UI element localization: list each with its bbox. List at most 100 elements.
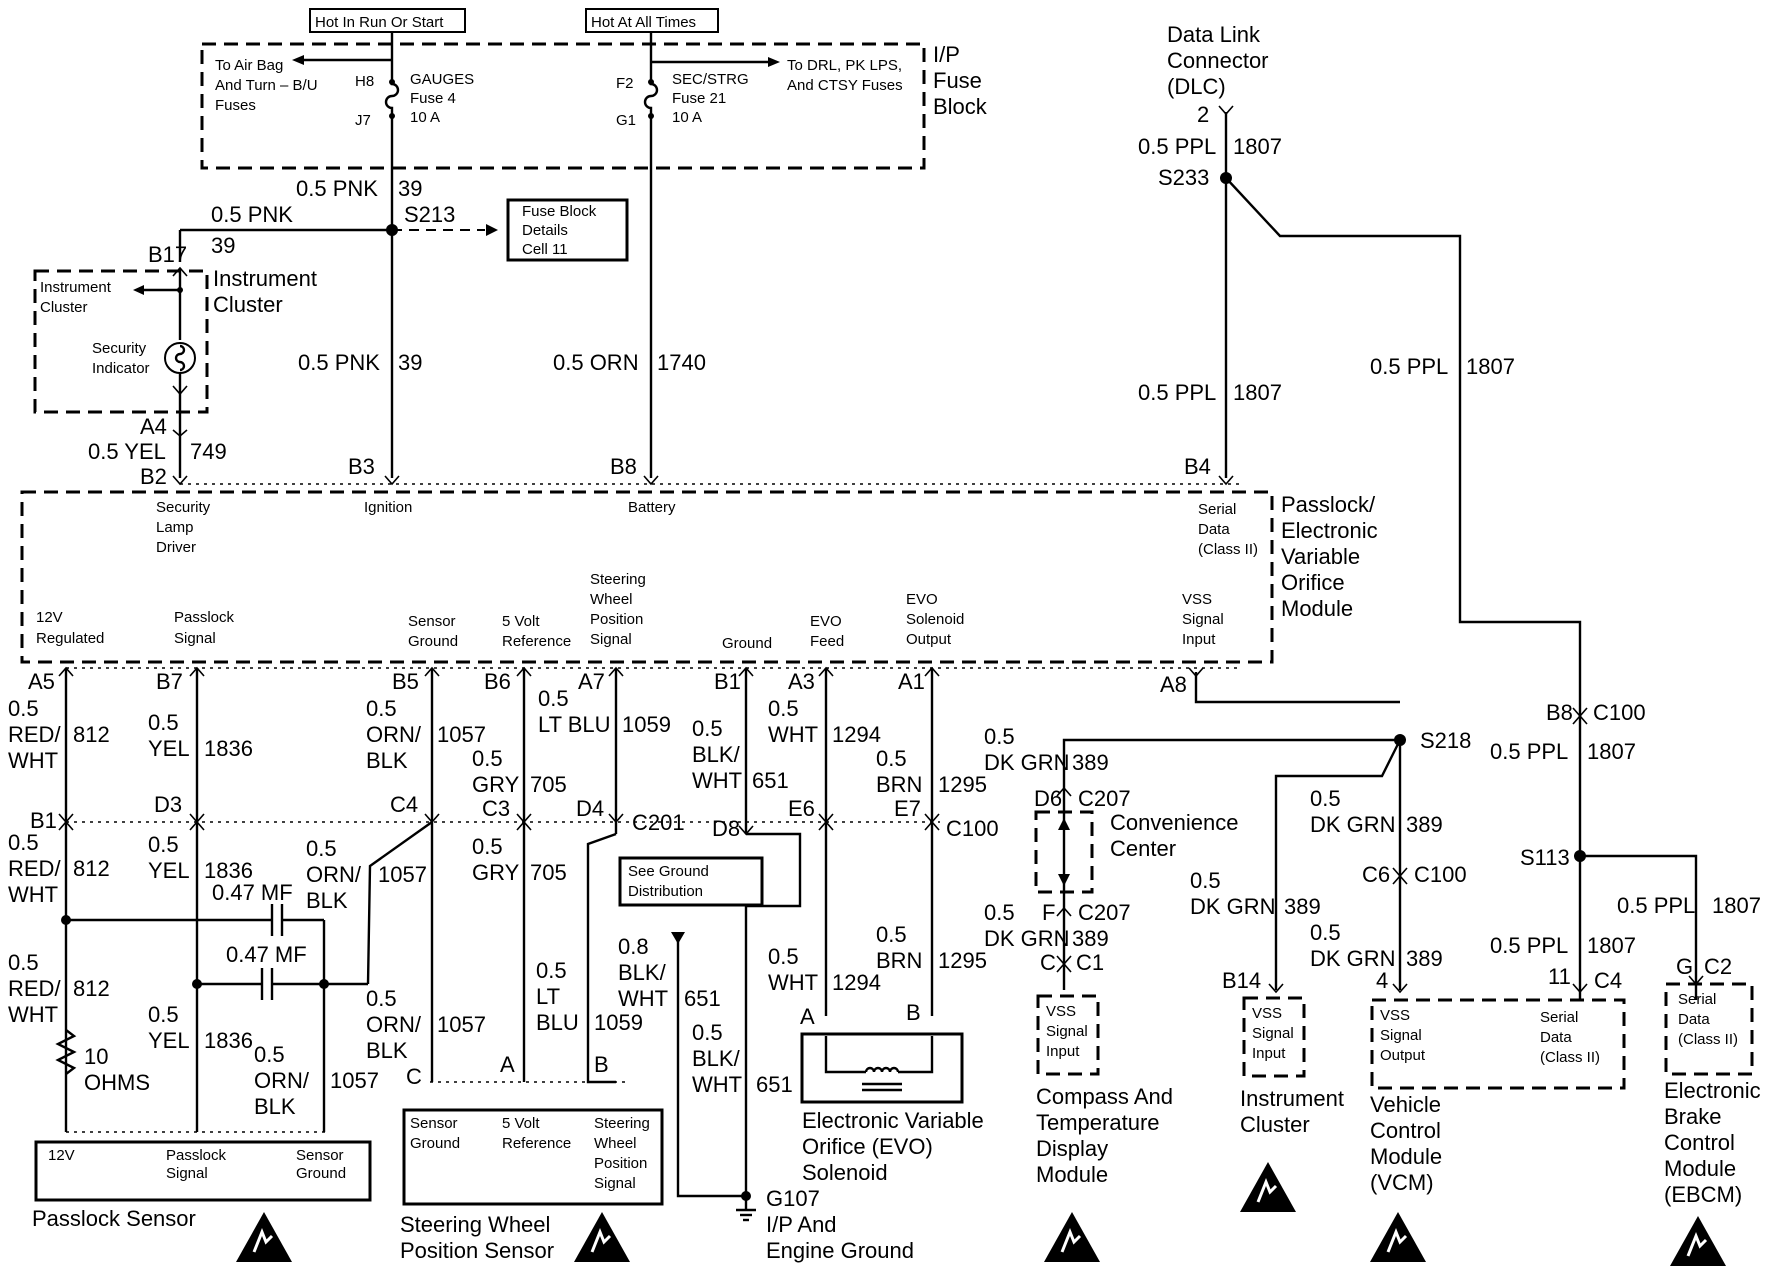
- w-red-1c: WHT: [8, 748, 58, 773]
- pin-g1: G1: [616, 112, 636, 129]
- to-airbag-label-2: And Turn – B/U: [215, 77, 318, 94]
- w-red-3n: 812: [73, 976, 110, 1001]
- vcm-title-2: Control: [1370, 1118, 1441, 1143]
- w-orn-3a: 0.5: [254, 1042, 285, 1067]
- w-grn-4a: 0.5: [1310, 920, 1341, 945]
- vcm-vss-2: Signal: [1380, 1027, 1422, 1044]
- label-vss-3: Input: [1182, 631, 1216, 648]
- ps-signal-2: Signal: [166, 1165, 208, 1182]
- secstrg-fuse-label-1: SEC/STRG: [672, 71, 749, 88]
- conn-c1: C1: [1076, 950, 1104, 975]
- label-serial-data-2: Data: [1198, 521, 1230, 538]
- security-indicator-label-1: Security: [92, 340, 147, 357]
- resistor-unit: OHMS: [84, 1070, 150, 1095]
- conn-c3: C3: [482, 796, 510, 821]
- w-grn-4n: 389: [1406, 946, 1443, 971]
- w-red-2c: WHT: [8, 882, 58, 907]
- w-blk-2n: 651: [684, 986, 721, 1011]
- w-grn-2a: 0.5: [1310, 786, 1341, 811]
- sws-ref-2: Reference: [502, 1135, 571, 1152]
- pin-f2: F2: [616, 75, 634, 92]
- w-wht-1b: WHT: [768, 722, 818, 747]
- w-blk-1b: BLK/: [692, 742, 741, 767]
- w-red-1n: 812: [73, 722, 110, 747]
- ps-ground-2: Ground: [296, 1165, 346, 1182]
- ebcm-title-4: Module: [1664, 1156, 1736, 1181]
- conn-c100: C100: [946, 816, 999, 841]
- label-vss-1: VSS: [1182, 591, 1212, 608]
- label-vss-2: Signal: [1182, 611, 1224, 628]
- w-red-3a: 0.5: [8, 950, 39, 975]
- w-blk-3a: 0.5: [692, 1020, 723, 1045]
- steering-wheel-position-sensor: C A B Sensor Ground 5 Volt Reference Ste…: [400, 1052, 664, 1263]
- esd-warning-icon: [1670, 1216, 1726, 1266]
- to-drl-label-1: To DRL, PK LPS,: [787, 57, 902, 74]
- compass-title-2: Temperature: [1036, 1110, 1160, 1135]
- w-ltblu-2a: 0.5: [536, 958, 567, 983]
- pin-b6: B6: [484, 669, 511, 694]
- ic-top-title-2: Cluster: [213, 292, 283, 317]
- conn-ebcm-g: G: [1676, 954, 1693, 979]
- w-blk-3n: 651: [756, 1072, 793, 1097]
- w-grn-3n: 389: [1284, 894, 1321, 919]
- ps-signal-1: Passlock: [166, 1147, 227, 1164]
- gauges-fuse-label-1: GAUGES: [410, 71, 474, 88]
- security-indicator-lamp: [164, 342, 196, 374]
- wire-ppl-number-6: 1807: [1587, 933, 1636, 958]
- w-orn-4b: ORN/: [366, 1012, 422, 1037]
- wire-pnk-color-2: 0.5 PNK: [211, 202, 293, 227]
- fuse-block: Hot In Run Or Start Hot At All Times To …: [200, 8, 988, 170]
- gauges-fuse-label-3: 10 A: [410, 109, 440, 126]
- ic-bottom-title-1: Instrument: [1240, 1086, 1344, 1111]
- label-evo-sol-3: Output: [906, 631, 952, 648]
- conn-b1: B1: [30, 808, 57, 833]
- sws-title-1: Steering Wheel: [400, 1212, 550, 1237]
- w-ltblu-1n: 1059: [622, 712, 671, 737]
- w-blk-1c: WHT: [692, 768, 742, 793]
- sws-pin-a: A: [500, 1052, 515, 1077]
- conn-ebcm-c2: C2: [1704, 954, 1732, 979]
- wire-ppl-color-1: 0.5 PPL: [1138, 134, 1216, 159]
- w-blk-3b: BLK/: [692, 1046, 741, 1071]
- compass-title-3: Display: [1036, 1136, 1108, 1161]
- ic-box-3: Input: [1252, 1045, 1286, 1062]
- pin-b3: B3: [348, 454, 375, 479]
- fuse-block-title-2: Fuse: [933, 68, 982, 93]
- w-grn-5b: DK GRN: [984, 926, 1070, 951]
- w-orn-1a: 0.5: [366, 696, 397, 721]
- conn-c100-vcm: C100: [1414, 862, 1467, 887]
- data-link-connector: Data Link Connector (DLC) 2 S233 0.5 PPL…: [1138, 22, 1761, 1000]
- conn-e7: E7: [894, 796, 921, 821]
- label-battery: Battery: [628, 499, 676, 516]
- vcm-title-3: Module: [1370, 1144, 1442, 1169]
- ground-id: G107: [766, 1186, 820, 1211]
- label-security-lamp-2: Lamp: [156, 519, 194, 536]
- compass-box-2: Signal: [1046, 1023, 1088, 1040]
- label-evo-sol-1: EVO: [906, 591, 938, 608]
- w-ltblu-1a: 0.5: [538, 686, 569, 711]
- w-red-3b: RED/: [8, 976, 61, 1001]
- w-red-2a: 0.5: [8, 830, 39, 855]
- w-ltblu-2b: LT: [536, 984, 560, 1009]
- evo-solenoid: A B Electronic Variable Orifice (EVO) So…: [800, 1000, 984, 1185]
- w-red-2b: RED/: [8, 856, 61, 881]
- ebcm-title-2: Brake: [1664, 1104, 1721, 1129]
- w-grn-2b: DK GRN: [1310, 812, 1396, 837]
- sws-signal-3: Position: [594, 1155, 647, 1172]
- ebcm-box-2: Data: [1678, 1011, 1710, 1028]
- conn-b8-label: B8: [1546, 700, 1573, 725]
- ic-top-title-1: Instrument: [213, 266, 317, 291]
- pin-b4: B4: [1184, 454, 1211, 479]
- pin-a5: A5: [28, 669, 55, 694]
- label-steering-2: Wheel: [590, 591, 633, 608]
- cap-2-label: 0.47 MF: [226, 942, 307, 967]
- sws-signal-1: Steering: [594, 1115, 650, 1132]
- conn-c-cmp: C: [1040, 950, 1056, 975]
- module-title-1: Passlock/: [1281, 492, 1376, 517]
- label-5v-ref-2: Reference: [502, 633, 571, 650]
- sws-pin-b: B: [594, 1052, 609, 1077]
- conn-c207-bot: C207: [1078, 900, 1131, 925]
- splice-s213-label: S213: [404, 202, 455, 227]
- vcm-title-1: Vehicle: [1370, 1092, 1441, 1117]
- pin-b5: B5: [392, 669, 419, 694]
